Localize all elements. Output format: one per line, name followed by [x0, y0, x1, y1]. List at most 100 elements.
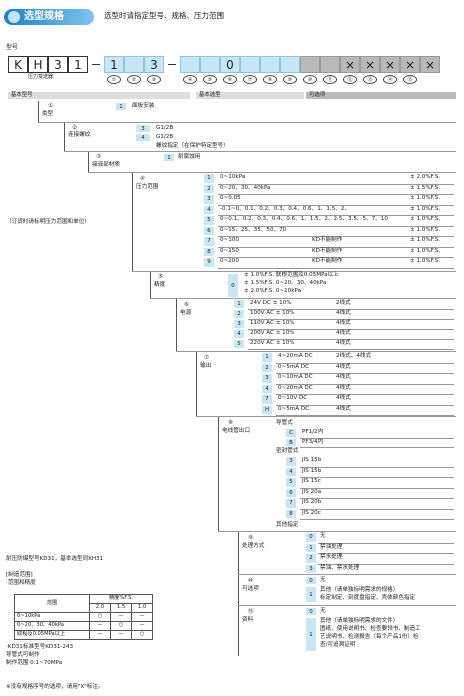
pos-num: ⑦: [243, 75, 257, 84]
s5-line-1: ± 1.0%F.S. 联根范围及0.05MPa以上: [244, 272, 339, 278]
s7-name: 输出: [200, 363, 212, 369]
model-char-2: H: [28, 56, 48, 73]
model-char-3: 3: [48, 56, 68, 73]
pos-num: ⑪: [323, 75, 337, 84]
pos-num: ⑭: [383, 75, 397, 84]
divider: [88, 172, 456, 173]
pos-num: ⑥: [223, 75, 237, 84]
s4-code: 3: [204, 195, 214, 205]
s2-code-1: 3: [136, 125, 150, 133]
s11-text-1d: 查/可追溯证明: [320, 642, 356, 648]
pos-num: ⑨: [283, 75, 297, 84]
s3-name: 接液部材质: [92, 162, 120, 168]
divider: [218, 204, 454, 206]
divider: [132, 271, 456, 272]
s8a-text: PF1/2内: [302, 429, 324, 435]
divider: [150, 298, 456, 299]
s4-right: ± 1.0%F.S.: [410, 237, 441, 243]
s6-right: 4线式: [336, 310, 351, 316]
model-char-1: K: [8, 56, 28, 73]
s7-text: 0~10V DC: [278, 395, 308, 401]
s4-text: 0~0.1、0.2、0.3、0.4、0.6、1、1.5、2、2.5、3.5、5、…: [220, 216, 388, 222]
pos-num: ⑩: [303, 75, 317, 84]
s4-right: ± 1.5%F.S.: [410, 184, 441, 191]
pos-num: ④: [183, 75, 197, 84]
s8b-code: 7: [286, 499, 296, 509]
divider: [300, 519, 454, 520]
pos-num: ⑮: [403, 75, 417, 84]
code-15: ×: [400, 56, 420, 73]
s11-name: 资料: [242, 617, 254, 623]
divider: [300, 466, 454, 468]
cell: 取程及0.05MPa以上: [14, 630, 90, 640]
pos-num: ①: [107, 75, 121, 84]
s8-num: ⑧: [228, 420, 234, 426]
s7-code: 7: [262, 395, 272, 405]
s11-code-0: 0: [306, 608, 316, 616]
s5-name: 精度: [154, 282, 166, 288]
divider: [218, 183, 454, 185]
explosion-note: 耐压防爆型号KD31，基本选型同KH31: [6, 556, 104, 562]
code-13: ×: [360, 56, 380, 73]
title-dot-icon: [8, 11, 20, 23]
s9-code: 0: [306, 533, 316, 543]
accuracy-table: 范围 精度%F.S. 2.0 1.5 1.0 0~10kPa ○ — — 0~2…: [14, 594, 153, 640]
s2-num: ②: [72, 125, 78, 131]
divider: [248, 309, 454, 310]
divider: [176, 351, 456, 352]
s4-text: 0~15、25、35、50、70: [220, 226, 287, 233]
s4-code: 1: [204, 174, 214, 184]
s7-right: 4线式: [336, 405, 351, 412]
s9-text: 禁油、禁水处理: [320, 564, 360, 571]
divider: [196, 352, 197, 416]
s6-code: 1: [234, 300, 244, 309]
s10-code-1: 1: [306, 587, 316, 603]
s4-code: 4: [204, 205, 214, 215]
divider: [276, 373, 454, 374]
divider: [218, 257, 454, 258]
bar-basic-model: 基本型号: [8, 92, 190, 99]
s6-code: 4: [234, 330, 244, 339]
s10-text-1b: 标定制定、刻度盘指定、壳体颜色指定: [320, 595, 416, 601]
page-subtitle: 选型时请指定型号、规格、压力范围: [104, 11, 224, 20]
s5-line-3: ± 2.0%F.S. 0~10kPa: [244, 288, 302, 294]
s5-line-2: ± 1.5%F.S. 0~20、30、40kPa: [244, 280, 327, 286]
s2-text-1: G1/2B: [156, 125, 174, 131]
table-row: 0~20、30、40kPa — ○ —: [14, 621, 153, 631]
model-label: 型号: [6, 44, 19, 51]
s4-mid: KD不能制作: [312, 237, 343, 243]
s8b-text: JIS 20a: [302, 488, 322, 495]
s8b-text: JIS 20b: [302, 499, 322, 505]
divider: [218, 531, 456, 532]
divider: [132, 173, 133, 271]
bar-basic-selection: 基本选型: [196, 92, 304, 99]
s1-code: 1: [116, 103, 126, 111]
s10-text-0: 无: [320, 577, 326, 583]
s6-code: 2: [234, 310, 244, 319]
s7-code: 4: [262, 384, 272, 394]
divider: [238, 575, 239, 605]
range-title: [制造范围]: [6, 572, 33, 578]
divider: [318, 563, 454, 565]
divider: [248, 339, 454, 340]
s8a-text: PF3/4内: [302, 438, 324, 445]
s4-text: 0~10kPa: [220, 174, 246, 180]
s8-group1: 导管式: [276, 420, 293, 426]
code-1: 1: [104, 56, 124, 73]
code-10: [300, 56, 320, 73]
cell: ○: [110, 621, 132, 631]
divider: [248, 319, 454, 320]
s7-right: 4线式: [336, 395, 351, 401]
s4-text: 0~200: [220, 258, 239, 264]
s9-code: 3: [306, 564, 316, 574]
s7-right: 2线式、4线式: [336, 353, 372, 359]
cell: —: [131, 612, 153, 622]
s11-code-1: 1: [306, 618, 316, 652]
s11-text-1b: 图纸、使用说明书、检查要领书、制造工: [320, 626, 421, 632]
s8b-code: 5: [286, 478, 296, 488]
s9-text: 无: [320, 533, 326, 539]
s4-text: -0.1~0、0.1、0.2、0.3、0.4、0.6、1、1.5、2、: [220, 205, 350, 212]
s7-right: 4线式: [336, 384, 351, 391]
s6-text: 110V AC ± 10%: [250, 320, 295, 326]
s7-right: 4线式: [336, 374, 351, 380]
